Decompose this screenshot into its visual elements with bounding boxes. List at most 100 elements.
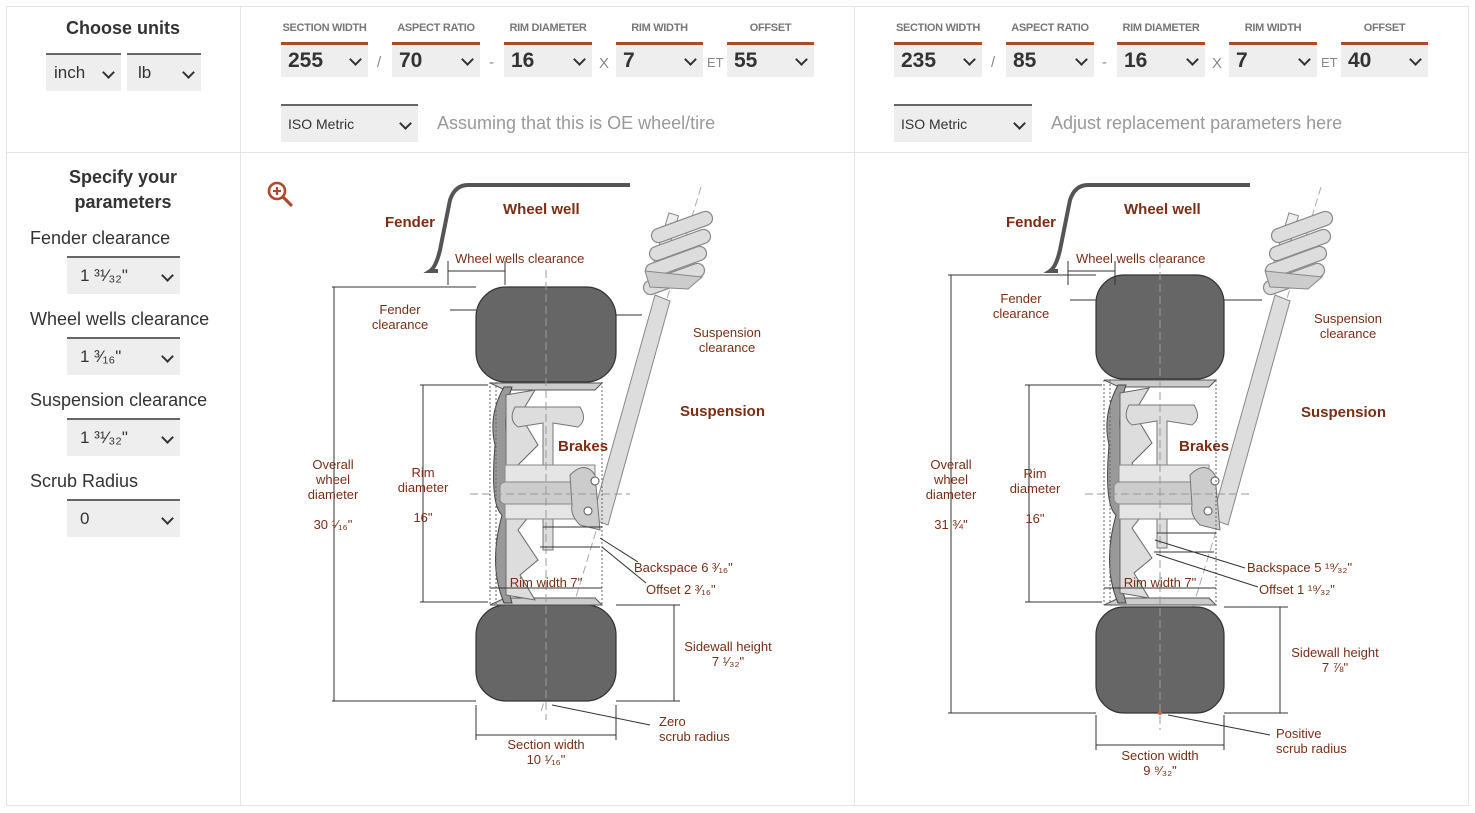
rep-offset-select[interactable]: 40 bbox=[1341, 42, 1428, 77]
suspension-clearance-text-1: Suspension bbox=[1314, 311, 1382, 326]
chevron-down-icon bbox=[161, 269, 174, 282]
rep-hint: Adjust replacement parameters here bbox=[1051, 113, 1343, 133]
chevron-down-icon bbox=[1186, 53, 1199, 66]
separator-dash: - bbox=[489, 54, 494, 71]
suspension-clearance-label: Suspension clearance bbox=[30, 390, 208, 410]
rim-diameter-text-2: diameter bbox=[398, 480, 449, 495]
oe-hint: Assuming that this is OE wheel/tire bbox=[437, 113, 716, 133]
chevron-down-icon bbox=[102, 66, 115, 79]
sidewall-height-text: Sidewall height bbox=[684, 639, 772, 654]
units-title: Choose units bbox=[65, 18, 180, 38]
fender-clearance-text-2: clearance bbox=[993, 306, 1049, 321]
chevron-down-icon bbox=[573, 53, 586, 66]
divider bbox=[854, 6, 855, 806]
scrub-radius-label: Scrub Radius bbox=[30, 471, 139, 491]
fender-shape bbox=[1043, 183, 1250, 273]
oe-size-format-select[interactable]: ISO Metric bbox=[281, 104, 418, 142]
oe-rim-diameter-select[interactable]: 16 bbox=[504, 42, 592, 77]
rep-section-width-value: 235 bbox=[901, 49, 937, 72]
fender-clearance-value: 1 ³¹⁄₃₂" bbox=[80, 266, 128, 285]
divider bbox=[6, 152, 1469, 153]
chevron-down-icon bbox=[461, 53, 474, 66]
chevron-down-icon bbox=[1298, 53, 1311, 66]
rep-section-width-select[interactable]: 235 bbox=[894, 42, 982, 77]
rim-flange bbox=[489, 382, 604, 606]
chevron-down-icon bbox=[795, 53, 808, 66]
separator-et: ET bbox=[1321, 55, 1338, 70]
weight-unit-value: lb bbox=[138, 63, 152, 82]
sidewall-height-value: 7 ¹⁄₃₂" bbox=[712, 654, 745, 669]
fender-clearance-select[interactable]: 1 ³¹⁄₃₂" bbox=[67, 256, 180, 294]
spring-seat bbox=[1264, 270, 1324, 290]
replacement-wheel-diagram: Fender Wheel well Wheel wells clearance … bbox=[926, 183, 1386, 778]
oe-size-format-value: ISO Metric bbox=[288, 116, 355, 132]
chevron-down-icon bbox=[1409, 53, 1422, 66]
sidewall-height-text: Sidewall height bbox=[1291, 645, 1379, 660]
oe-rim-width-select[interactable]: 7 bbox=[616, 42, 703, 77]
scrub-radius-text-1: Positive bbox=[1276, 726, 1322, 741]
scrub-radius-value: 0 bbox=[80, 509, 90, 528]
overall-diameter-text-1: Overall bbox=[930, 457, 971, 472]
sidewall-height-value: 7 ⅞" bbox=[1322, 660, 1349, 675]
chevron-down-icon bbox=[1075, 53, 1088, 66]
overall-diameter-text-3: diameter bbox=[926, 487, 977, 502]
overall-diameter-value: 30 ¹⁄₁₆" bbox=[314, 517, 353, 532]
offset-text: Offset 1 ¹⁹⁄₃₂" bbox=[1259, 582, 1335, 597]
overall-diameter-text-2: wheel bbox=[315, 472, 350, 487]
separator-x: X bbox=[1212, 55, 1223, 72]
overall-diameter-value: 31 ¾" bbox=[934, 517, 968, 532]
rep-size-format-value: ISO Metric bbox=[901, 116, 968, 132]
chevron-down-icon bbox=[161, 350, 174, 363]
length-unit-select[interactable]: inch bbox=[46, 53, 121, 91]
backspace-text: Backspace 5 ¹⁹⁄₃₂" bbox=[1247, 560, 1352, 575]
rep-rim-diameter-value: 16 bbox=[1124, 49, 1148, 72]
spring-coils bbox=[1262, 210, 1334, 296]
separator-slash: / bbox=[377, 54, 382, 71]
dimension-lines bbox=[948, 261, 1288, 750]
oe-offset-value: 55 bbox=[734, 49, 758, 72]
suspension-label: Suspension bbox=[1301, 404, 1386, 421]
oe-rim-diameter-value: 16 bbox=[511, 49, 535, 72]
scrub-radius-select[interactable]: 0 bbox=[67, 499, 180, 537]
oe-aspect-ratio-select[interactable]: 70 bbox=[392, 42, 480, 77]
strut-body bbox=[1211, 294, 1291, 526]
backspace-text: Backspace 6 ³⁄₁₆" bbox=[634, 560, 733, 575]
wheel-wells-clearance-text: Wheel wells clearance bbox=[1076, 251, 1205, 266]
wheel-wells-clearance-value: 1 ³⁄₁₆" bbox=[80, 347, 122, 366]
chevron-down-icon bbox=[399, 117, 412, 130]
col-header-section-width: SECTION WIDTH bbox=[895, 22, 981, 34]
oe-section-width-value: 255 bbox=[288, 49, 324, 72]
rim-diameter-value: 16" bbox=[1025, 511, 1044, 526]
chevron-down-icon bbox=[161, 431, 174, 444]
brakes-label: Brakes bbox=[1179, 438, 1229, 455]
rim-width-text: Rim width 7" bbox=[1124, 575, 1197, 590]
col-header-section-width: SECTION WIDTH bbox=[282, 22, 367, 34]
scrub-radius-text-2: scrub radius bbox=[1276, 741, 1347, 756]
fender-shape bbox=[423, 183, 630, 273]
rep-offset-value: 40 bbox=[1348, 49, 1372, 72]
fender-clearance-text-1: Fender bbox=[379, 302, 421, 317]
rep-rim-width-select[interactable]: 7 bbox=[1229, 42, 1317, 77]
wheel-wells-clearance-select[interactable]: 1 ³⁄₁₆" bbox=[67, 337, 180, 375]
suspension-clearance-select[interactable]: 1 ³¹⁄₃₂" bbox=[67, 418, 180, 456]
rim-diameter-text-2: diameter bbox=[1010, 481, 1061, 496]
parameters-title-line1: Specify your bbox=[68, 167, 178, 187]
rep-rim-diameter-select[interactable]: 16 bbox=[1117, 42, 1205, 77]
rep-aspect-ratio-select[interactable]: 85 bbox=[1006, 42, 1094, 77]
weight-unit-select[interactable]: lb bbox=[127, 53, 201, 91]
wheel-wells-clearance-label: Wheel wells clearance bbox=[30, 309, 210, 329]
zoom-in-icon[interactable] bbox=[267, 181, 293, 207]
col-header-aspect-ratio: ASPECT RATIO bbox=[397, 22, 475, 34]
oe-section-width-select[interactable]: 255 bbox=[281, 42, 368, 77]
chevron-down-icon bbox=[684, 53, 697, 66]
rep-size-format-select[interactable]: ISO Metric bbox=[894, 104, 1032, 142]
chevron-down-icon bbox=[349, 53, 362, 66]
overall-diameter-text-3: diameter bbox=[308, 487, 359, 502]
chevron-down-icon bbox=[161, 512, 174, 525]
rim-diameter-text-1: Rim bbox=[411, 465, 434, 480]
brakes-label: Brakes bbox=[558, 438, 608, 455]
col-header-rim-diameter: RIM DIAMETER bbox=[509, 22, 587, 34]
oe-offset-select[interactable]: 55 bbox=[727, 42, 814, 77]
dimension-lines bbox=[332, 261, 680, 740]
scrub-radius-text-2: scrub radius bbox=[659, 729, 730, 744]
